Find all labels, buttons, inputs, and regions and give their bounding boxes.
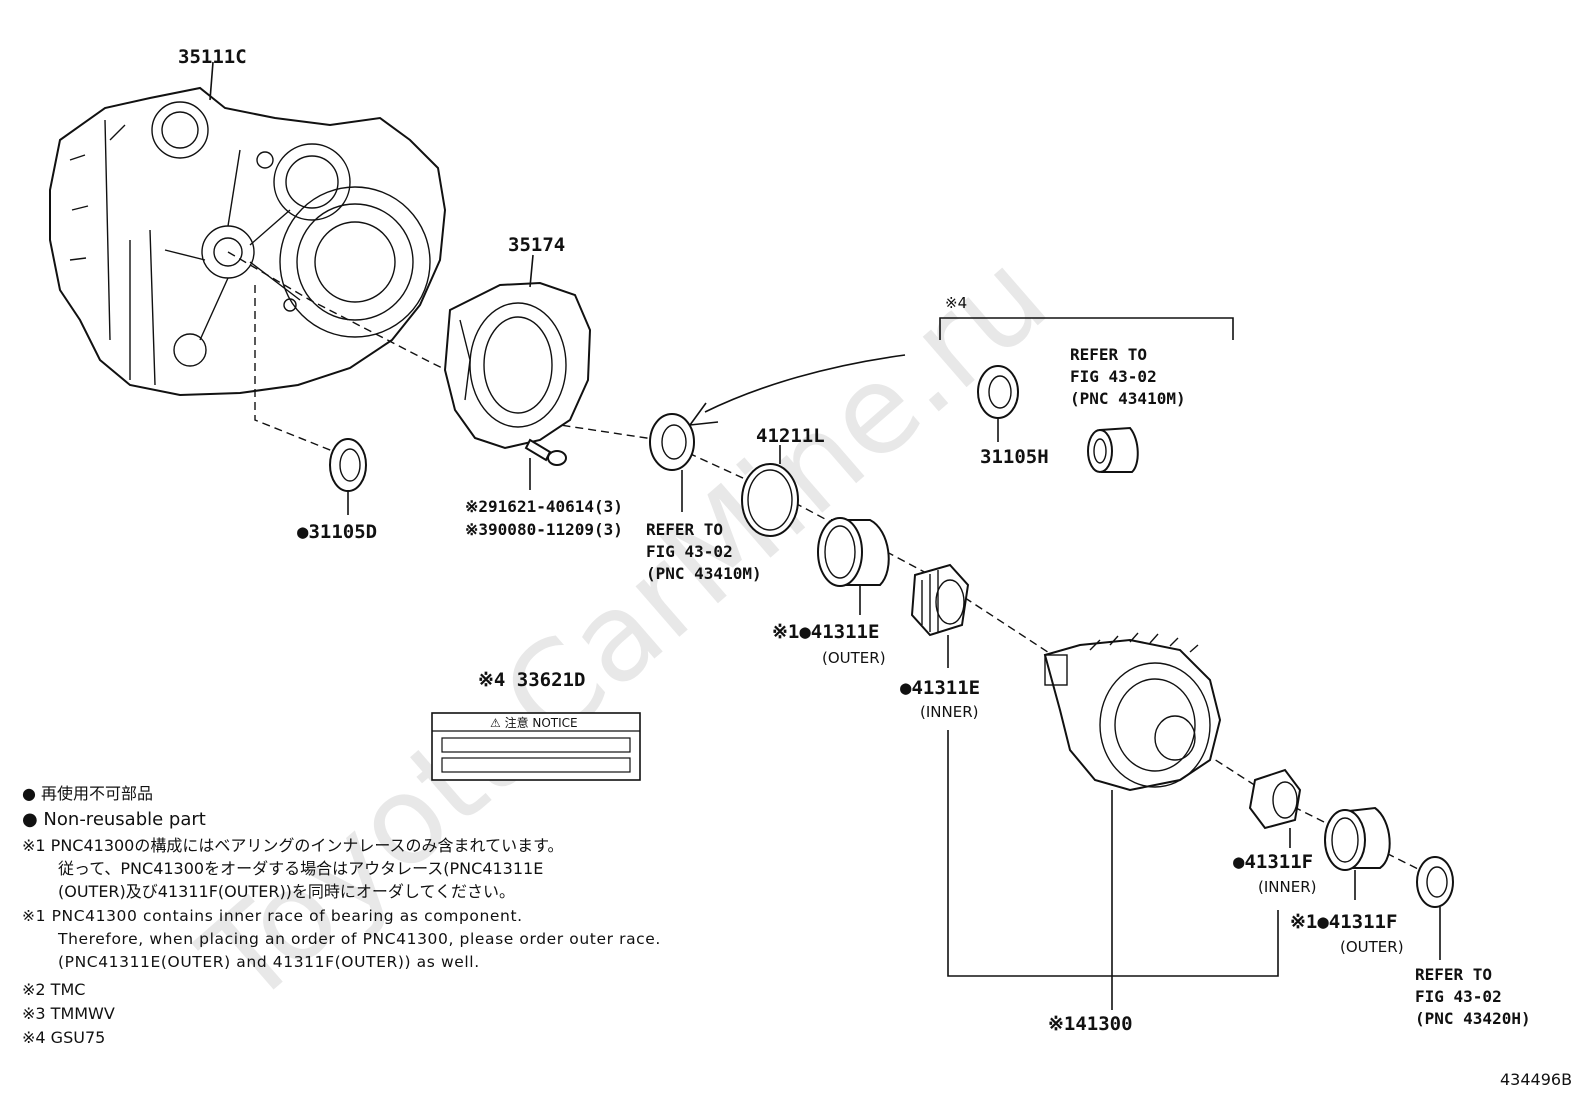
label-outer-race-f-sub: (OUTER): [1340, 938, 1404, 956]
note1-en-line3: (PNC41311E(OUTER) and 41311F(OUTER)) as …: [58, 953, 480, 971]
bearing-refer-drawing: [1087, 426, 1139, 473]
note1-en-line2: Therefore, when placing an order of PNC4…: [57, 930, 661, 948]
label-outer-race-e-sub: (OUTER): [822, 649, 886, 667]
bolt-drawing: [524, 438, 567, 466]
note1-en-line1: ※1 PNC41300 contains inner race of beari…: [22, 907, 523, 925]
notice-label-drawing: [431, 712, 641, 781]
reference-arrow: [704, 354, 906, 413]
label-refer-bottom-line2: FIG 43-02: [1415, 987, 1502, 1006]
figure-id: 434496B: [1500, 1070, 1572, 1089]
label-shim: 41211L: [756, 425, 825, 447]
seal-axis-line: [254, 285, 336, 453]
outer-race-f-drawing: [1324, 806, 1391, 871]
label-case: 35111C: [178, 46, 247, 68]
oil-seal-left-drawing: [329, 438, 367, 492]
label-differential: ※141300: [1048, 1013, 1133, 1035]
note4: ※4 GSU75: [22, 1028, 105, 1047]
label-refer-mid-line3: (PNC 43410M): [646, 564, 762, 583]
label-cover: 35174: [508, 234, 565, 256]
group-bracket-label: ※4: [945, 294, 967, 312]
differential-drawing: [1043, 632, 1222, 792]
label-refer-bottom-line1: REFER TO: [1415, 965, 1492, 984]
transaxle-cover-drawing: [443, 281, 592, 450]
notice-label-text: ⚠ 注意 NOTICE: [490, 715, 578, 730]
label-inner-race-e: ●41311E: [900, 677, 980, 699]
legend-line-en: ● Non-reusable part: [22, 809, 206, 830]
label-inner-race-f: ●41311F: [1233, 851, 1313, 873]
legend-line-jp: ● 再使用不可部品: [22, 784, 153, 803]
label-outer-race-f: ※1●41311F: [1290, 911, 1397, 933]
oil-seal-center-drawing: [649, 413, 695, 471]
transaxle-case-drawing: [49, 86, 447, 397]
label-refer-mid-line2: FIG 43-02: [646, 542, 733, 561]
inner-race-f-drawing: [1248, 768, 1302, 830]
group-bracket: [939, 317, 1234, 340]
label-seal-left: ●31105D: [297, 521, 377, 543]
note1-jp-line1: ※1 PNC41300の構成にはベアリングのインナレースのみ含まれています。: [22, 836, 563, 855]
note3: ※3 TMMWV: [22, 1004, 115, 1023]
label-outer-race-e: ※1●41311E: [772, 621, 879, 643]
oil-seal-bottom-drawing: [1416, 856, 1454, 908]
label-seal-right: 31105H: [980, 446, 1049, 468]
leader-lines: [209, 61, 1441, 1010]
note1-jp-line2: 従って、PNC41300をオーダする場合はアウタレース(PNC41311E: [58, 859, 543, 878]
label-refer-bottom-line3: (PNC 43420H): [1415, 1009, 1531, 1028]
label-refer-mid-line1: REFER TO: [646, 520, 723, 539]
reference-arrow-head: [689, 402, 719, 426]
label-inner-race-f-sub: (INNER): [1258, 878, 1316, 896]
note1-jp-line3: (OUTER)及び41311F(OUTER))を同時にオーダしてください。: [58, 882, 515, 901]
inner-race-e-drawing: [910, 563, 970, 637]
label-bolt-line2: ※390080-11209(3): [465, 520, 623, 539]
note2: ※2 TMC: [22, 980, 85, 999]
label-notice-label-part: ※4 33621D: [478, 669, 585, 691]
oil-seal-right-drawing: [977, 365, 1019, 419]
outer-race-e-drawing: [817, 517, 890, 587]
shim-drawing: [741, 463, 799, 537]
label-refer-top-line3: (PNC 43410M): [1070, 389, 1186, 408]
label-refer-top-line2: FIG 43-02: [1070, 367, 1157, 386]
label-refer-top-line1: REFER TO: [1070, 345, 1147, 364]
label-bolt-line1: ※291621-40614(3): [465, 497, 623, 516]
label-inner-race-e-sub: (INNER): [920, 703, 978, 721]
